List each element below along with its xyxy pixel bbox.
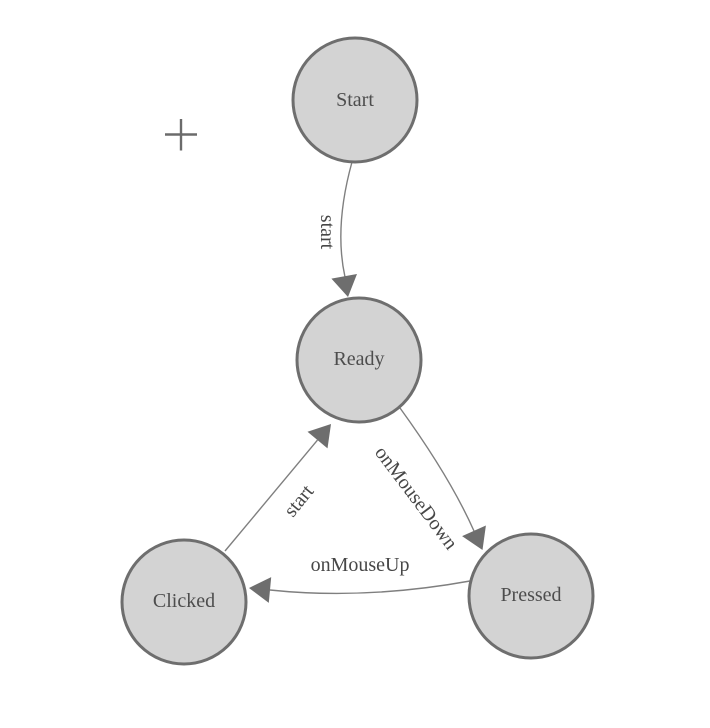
node-clicked[interactable]: Clicked xyxy=(120,538,248,666)
edge-label-onmouseup: onMouseUp xyxy=(311,554,410,576)
edge-label-onmousedown: onMouseDown xyxy=(370,442,462,554)
edge-ready-to-pressed[interactable]: onMouseDown xyxy=(370,407,486,554)
arrowhead-icon xyxy=(249,577,272,603)
node-label-pressed: Pressed xyxy=(500,584,561,606)
node-start[interactable]: Start xyxy=(291,36,419,164)
edge-clicked-to-ready[interactable]: start xyxy=(224,424,331,552)
arrowhead-icon xyxy=(307,424,331,449)
node-pressed[interactable]: Pressed xyxy=(467,532,595,660)
node-ready[interactable]: Ready xyxy=(295,296,423,424)
edge-label-start-2: start xyxy=(280,480,319,521)
edge-start-to-ready[interactable]: start xyxy=(316,161,357,297)
node-label-start: Start xyxy=(336,89,374,111)
arrowhead-icon xyxy=(462,525,486,550)
node-label-ready: Ready xyxy=(333,348,384,370)
node-label-clicked: Clicked xyxy=(153,590,215,612)
crosshair-plus-icon xyxy=(165,119,197,151)
arrowhead-icon xyxy=(331,274,357,297)
edge-label-start-1: start xyxy=(316,215,338,250)
edge-pressed-to-clicked[interactable]: onMouseUp xyxy=(249,554,471,603)
